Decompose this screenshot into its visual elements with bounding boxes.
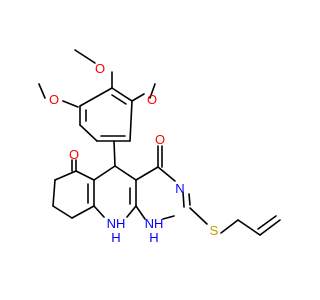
structure-canvas: O O O O O N NH NH H H S <box>38 49 281 245</box>
oxygen-methoxy-left-label: O <box>49 92 59 107</box>
methoxy-right <box>131 83 156 102</box>
cyclohexanone-ring <box>52 159 95 219</box>
nitrogen-ring-right-label: N <box>175 181 184 196</box>
methoxy-top <box>74 49 113 89</box>
oxygen-ketone-label: O <box>69 147 79 162</box>
sulfur-thioether-label: S <box>210 223 219 238</box>
central-ring <box>93 165 137 218</box>
oxygen-methoxy-top-label: O <box>95 61 105 76</box>
oxygen-amide-label: O <box>155 132 165 147</box>
aryl-link-bond <box>113 140 116 167</box>
aryl-ring <box>79 87 133 142</box>
nh-bottom-right-label: NH <box>145 216 164 231</box>
pyrimidine-ring <box>135 145 191 220</box>
nh-bottom-left-label: NH <box>107 216 126 231</box>
h-bottom-left-label: H <box>111 230 120 245</box>
oxygen-methoxy-right-label: O <box>147 92 157 107</box>
molecule-structure: O O O O O N NH NH H H S <box>38 49 281 245</box>
methoxy-left <box>38 83 79 108</box>
h-bottom-right-label: H <box>149 230 158 245</box>
allylthio-chain <box>189 207 281 236</box>
